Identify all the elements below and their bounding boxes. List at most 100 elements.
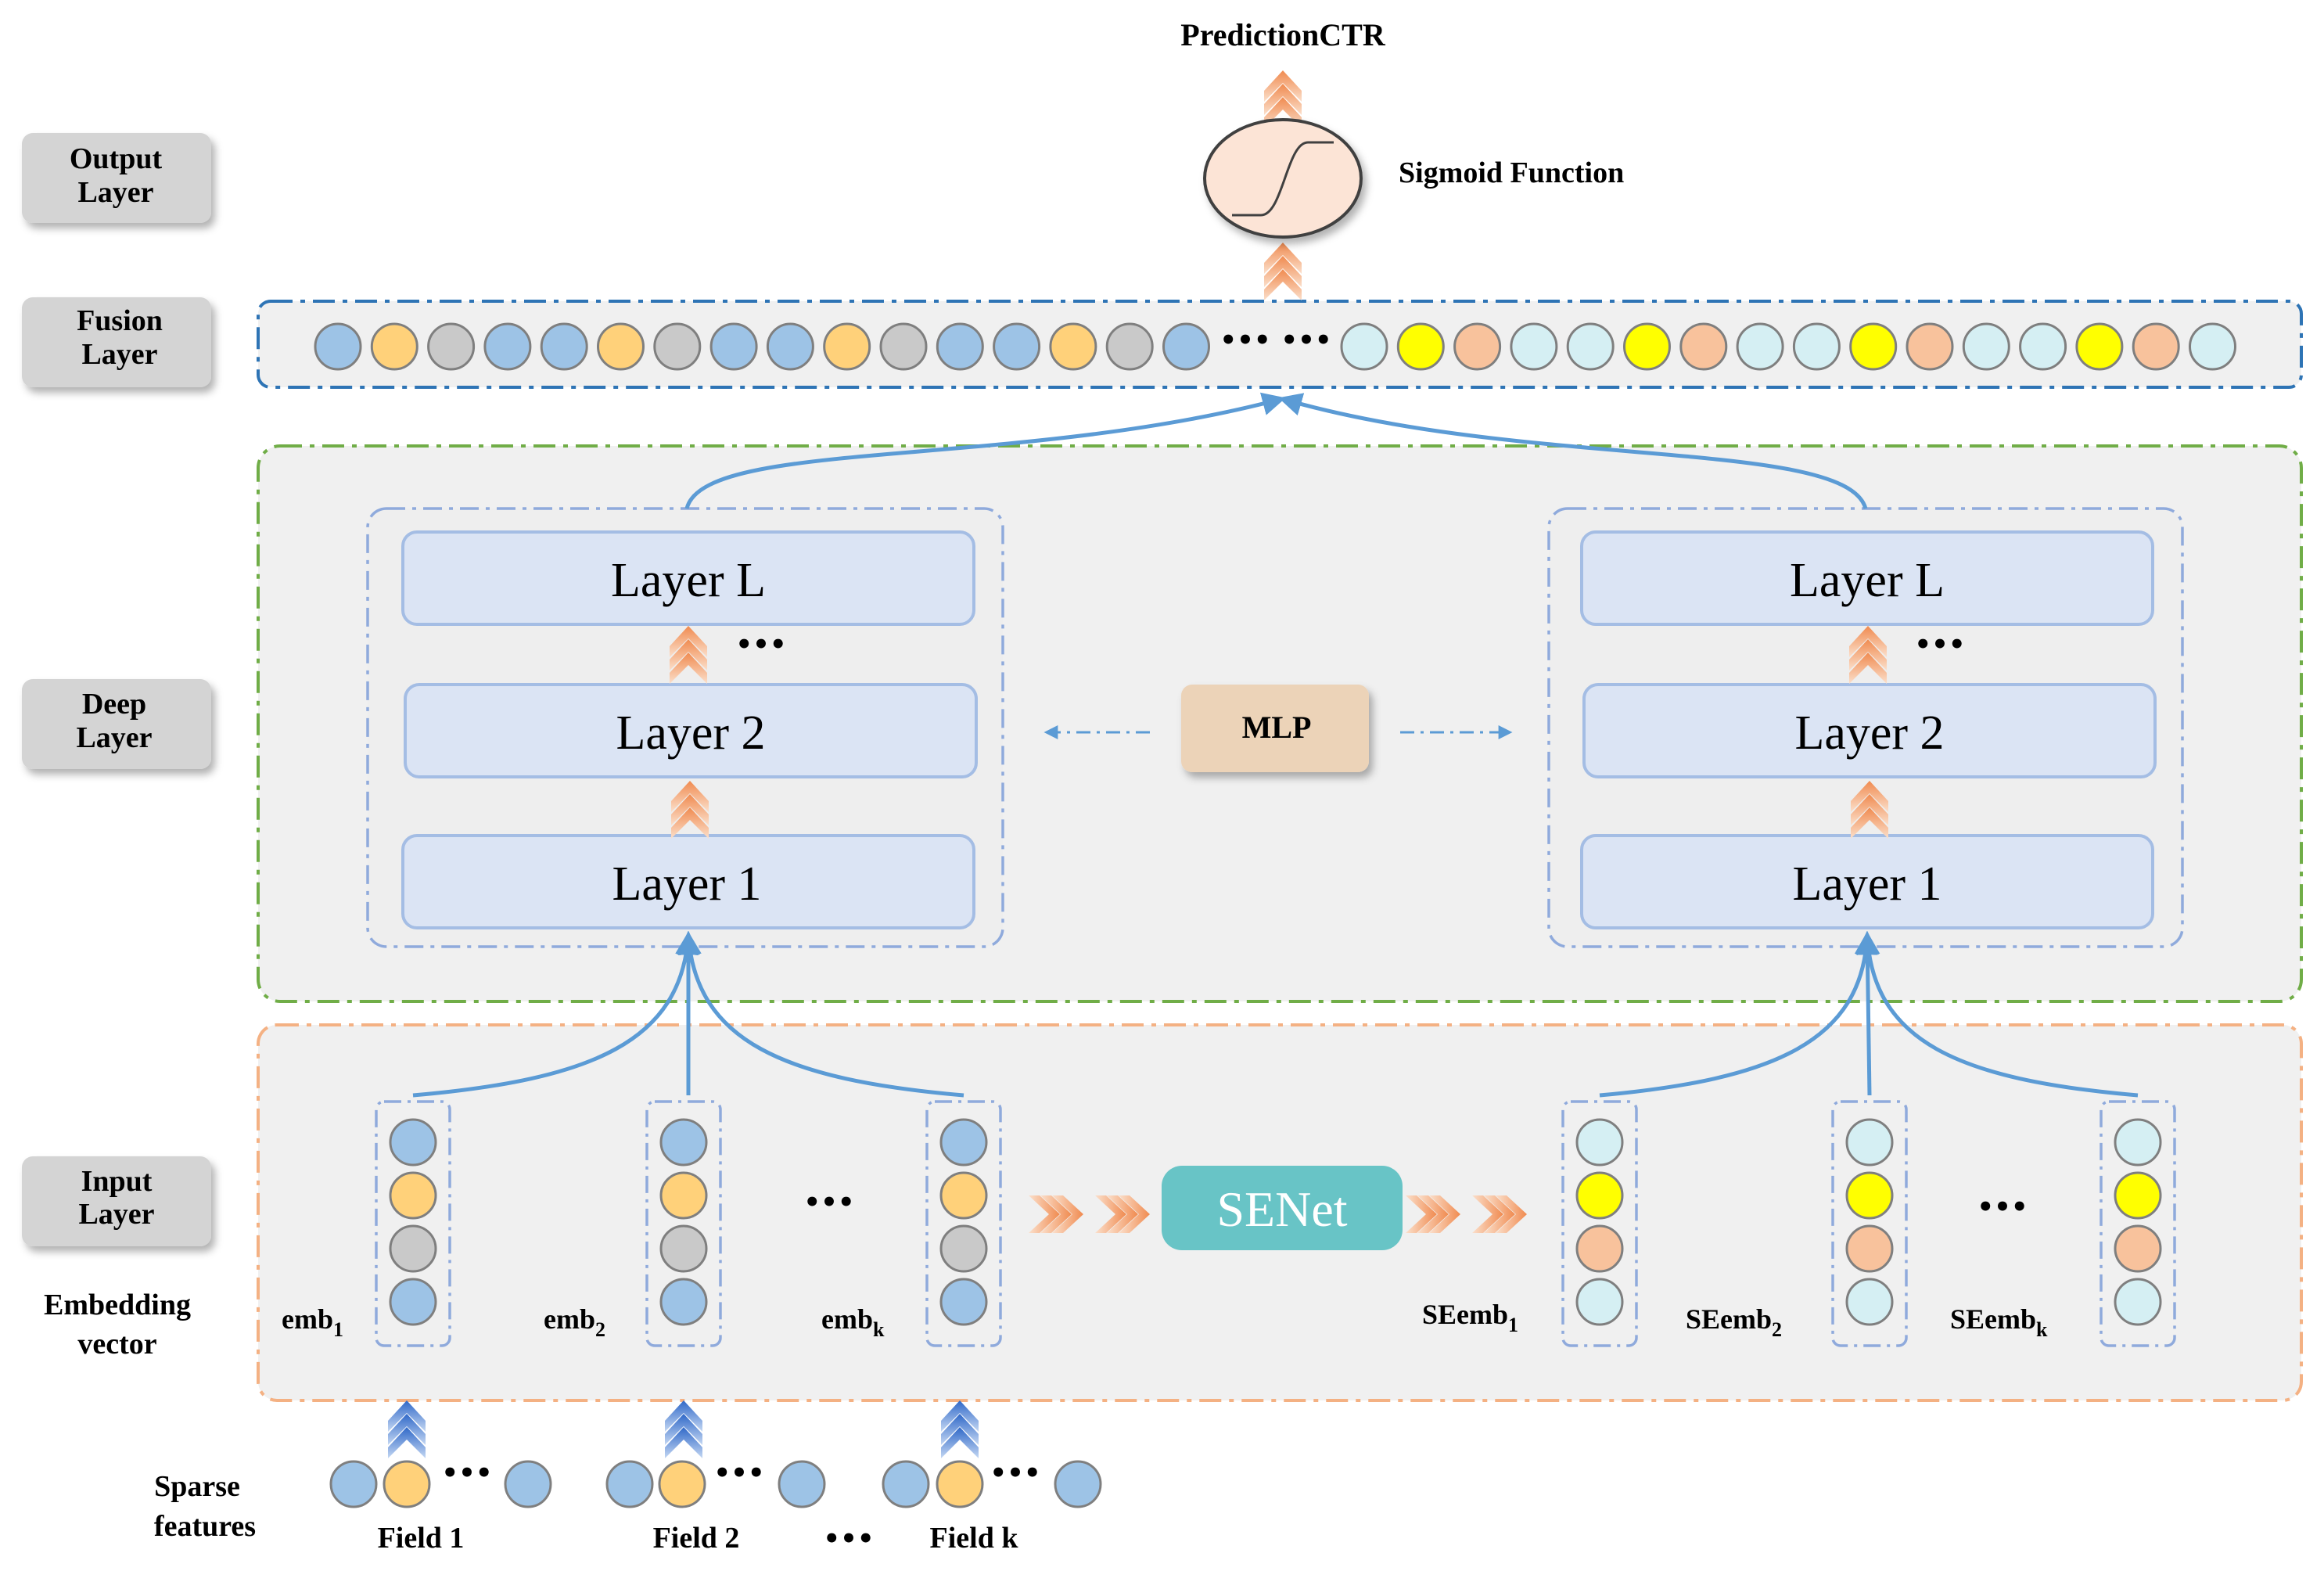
senet-chevrons	[1029, 1195, 1527, 1233]
fusion-node	[1962, 322, 2010, 371]
chevron-right-l1-to-l2-segment	[1851, 794, 1888, 825]
seemb-ellipsis: •••	[1977, 1192, 2028, 1223]
field-ellipsis-2: •••	[713, 1458, 764, 1489]
emb-label-2-sub: 2	[595, 1318, 605, 1341]
side-label-output-line2: Layer	[77, 176, 153, 209]
embedding-cell	[939, 1118, 988, 1167]
chevron-emb-to-senet-a-segment	[1040, 1195, 1072, 1233]
embedding-cell	[1575, 1224, 1624, 1273]
chevron-fusion-to-sigmoid-segment	[1264, 269, 1302, 300]
chevron-fieldk-to-emb-segment	[941, 1414, 979, 1445]
embedding-cell	[389, 1118, 437, 1167]
side-label-output-line1: Output	[70, 142, 163, 175]
embedding-cell	[2114, 1118, 2162, 1167]
arrow-emb1-to-layer1	[412, 931, 699, 1098]
embedding-cell	[1845, 1278, 1894, 1326]
right-input-arrows	[1599, 931, 2139, 1098]
embedding-cell	[659, 1278, 708, 1326]
embedding-cell	[389, 1224, 437, 1273]
side-label-deep-line1: Deep	[82, 688, 146, 721]
embedding-vector-line1: Embedding	[44, 1289, 191, 1321]
emb-column-1-frame	[375, 1100, 451, 1347]
fusion-node	[1162, 322, 1210, 371]
fusion-node	[370, 322, 418, 371]
seemb-column-1	[1561, 1100, 1638, 1347]
fusion-node	[709, 322, 758, 371]
arrow-seembk-to-layer1	[1856, 931, 2139, 1098]
mlp-label: MLP	[1242, 710, 1312, 745]
chevron-left-l1-to-l2-segment	[671, 794, 709, 825]
right-layer-2: Layer 2	[1582, 683, 2157, 778]
fusion-node	[1396, 322, 1445, 371]
fusion-node	[1736, 322, 1784, 371]
sigmoid-curve	[1232, 141, 1334, 217]
embedding-cell	[659, 1224, 708, 1273]
seemb-label-k: SEembk	[1950, 1303, 2048, 1341]
fusion-node	[1049, 322, 1097, 371]
fusion-node	[1453, 322, 1502, 371]
fusion-node	[1105, 322, 1154, 371]
fusion-node	[1623, 322, 1671, 371]
field-ellipsis-3: •••	[990, 1458, 1040, 1489]
arrow-left-tower-to-fusion	[684, 392, 1286, 509]
fusion-node	[879, 322, 928, 371]
chevron-left-l2-to-lL-segment	[670, 639, 707, 670]
seemb-label-1-base: SEemb	[1422, 1299, 1508, 1330]
emb-label-1-sub: 1	[333, 1318, 343, 1341]
chevron-right-l1-to-l2	[1851, 781, 1888, 839]
chevron-emb-to-senet-b-segment	[1119, 1195, 1150, 1233]
left-layer-1-label: Layer 1	[612, 857, 761, 911]
fusion-node	[766, 322, 814, 371]
right-layer-L: Layer L	[1580, 530, 2154, 626]
chevron-field1-to-emb	[388, 1400, 426, 1458]
embedding-columns	[375, 1100, 2176, 1347]
side-label-input: Input Layer	[22, 1156, 211, 1246]
seemb-label-2-base: SEemb	[1686, 1303, 1772, 1335]
fusion-node	[314, 322, 362, 371]
field-ellipsis-1: •••	[441, 1458, 492, 1489]
embedding-cell	[939, 1171, 988, 1220]
arrow-seemb1-to-layer1	[1599, 931, 1878, 1098]
embedding-cell	[1575, 1278, 1624, 1326]
seemb-column-3	[2100, 1100, 2176, 1347]
embedding-cell	[939, 1224, 988, 1273]
sparse-features-line1: Sparse	[154, 1470, 240, 1503]
chevron-right-l1-to-l2-segment	[1851, 781, 1888, 812]
chevron-senet-to-seemb-b-segment	[1496, 1195, 1527, 1233]
chevron-fusion-to-sigmoid-segment	[1264, 243, 1302, 274]
fusion-node	[483, 322, 532, 371]
fusion-node	[993, 322, 1041, 371]
right-layer-L-label: Layer L	[1790, 554, 1945, 607]
fusion-node	[1340, 322, 1388, 371]
fusion-ellipsis-right: •••	[1281, 325, 1331, 356]
seemb-label-1-sub: 1	[1508, 1314, 1518, 1336]
emb-column-2	[645, 1100, 722, 1347]
emb-column-3	[925, 1100, 1002, 1347]
chevron-emb-to-senet-b	[1095, 1195, 1150, 1233]
chevron-left-l1-to-l2-segment	[671, 807, 709, 839]
chevron-right-l2-to-lL-segment	[1849, 626, 1887, 657]
chevron-fieldk-to-emb-segment	[941, 1400, 979, 1432]
field-label-ellipsis: •••	[823, 1523, 874, 1555]
side-label-fusion-line2: Layer	[81, 338, 157, 371]
right-layer-2-label: Layer 2	[1794, 706, 1944, 760]
left-layer-2: Layer 2	[404, 683, 978, 778]
field-label-1: Field 1	[378, 1522, 465, 1555]
left-layer-2-label: Layer 2	[616, 706, 765, 760]
chevron-fusion-to-sigmoid-segment	[1264, 256, 1302, 287]
chevron-senet-to-seemb-b-segment	[1484, 1195, 1515, 1233]
seemb-label-k-sub: k	[2036, 1318, 2048, 1341]
left-layer-1: Layer 1	[401, 834, 975, 929]
chevron-senet-to-seemb-b	[1472, 1195, 1527, 1233]
field-label-2: Field 2	[653, 1522, 740, 1555]
fusion-node	[1906, 322, 1954, 371]
fusion-node	[2132, 322, 2180, 371]
chevron-left-l2-to-lL-segment	[670, 626, 707, 657]
seemb-column-2	[1831, 1100, 1908, 1347]
embedding-cell	[2114, 1171, 2162, 1220]
field-3-node	[882, 1460, 930, 1508]
chevron-field1-to-emb-segment	[388, 1427, 426, 1458]
left-tower-ellipsis: •••	[735, 629, 786, 660]
